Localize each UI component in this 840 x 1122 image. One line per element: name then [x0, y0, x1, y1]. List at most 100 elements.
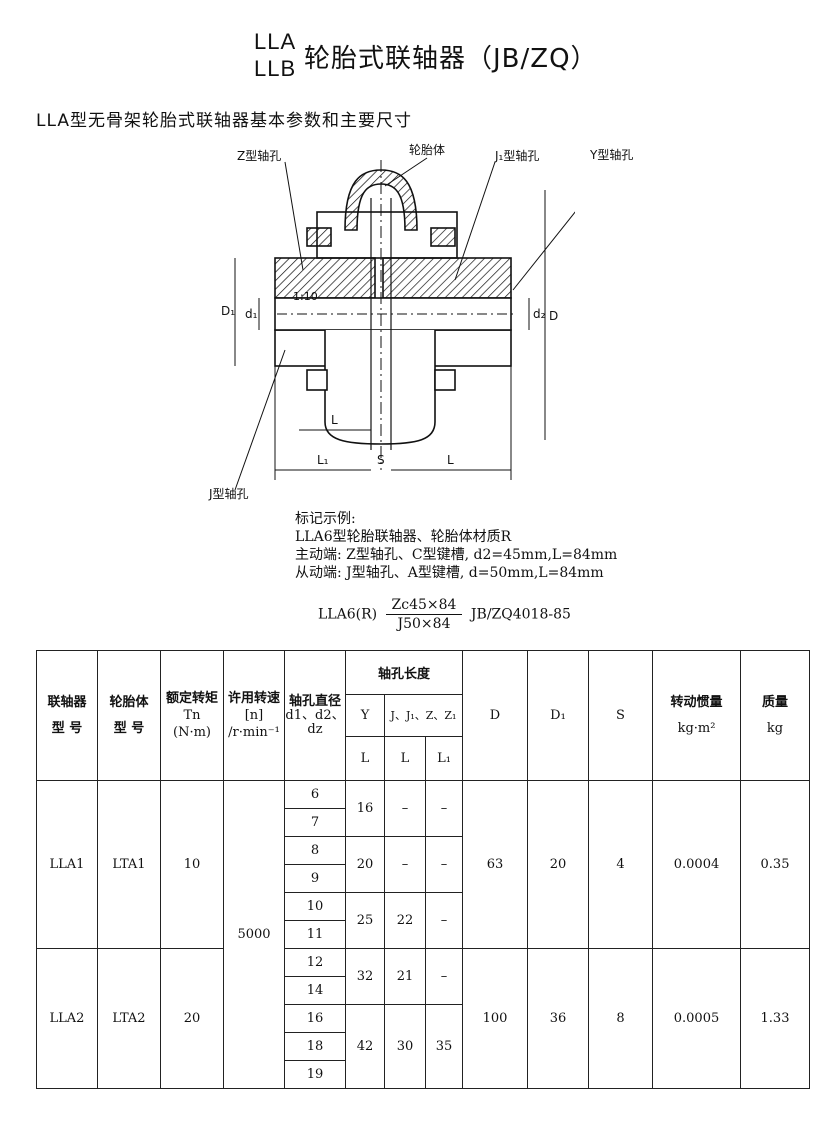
cell-y-length: 42	[345, 1004, 385, 1089]
cell-D1: 36	[527, 948, 589, 1089]
bolt-right-upper	[430, 227, 456, 247]
tire-body-lower	[324, 330, 436, 445]
header-speed-l1: 许用转速	[227, 691, 280, 706]
header-mass-l2: kg	[766, 720, 784, 736]
title-main: 轮胎式联轴器（JB/ZQ）	[304, 44, 598, 74]
cell-bore-diameter: 7	[284, 808, 346, 837]
leader-y-bore	[512, 211, 575, 291]
cell-j-length: 21	[384, 948, 426, 1005]
label-d2: d₂	[533, 307, 546, 321]
header-bore-diameter: 轴孔直径 d1、d2、dz	[284, 650, 346, 781]
label-y-bore: Y型轴孔	[590, 148, 634, 162]
cell-bore-diameter: 11	[284, 920, 346, 949]
cell-l1-length: 35	[425, 1004, 463, 1089]
cell-D1: 20	[527, 780, 589, 949]
cell-l1-length: –	[425, 948, 463, 1005]
title-codes: LLA LLB	[254, 28, 296, 82]
label-j-bore: J型轴孔	[208, 486, 249, 501]
cell-l1-length: –	[425, 780, 463, 837]
header-L1: L₁	[425, 736, 463, 781]
cell-bore-diameter: 14	[284, 976, 346, 1005]
formula-suffix: JB/ZQ4018-85	[470, 606, 571, 623]
cell-y-length: 32	[345, 948, 385, 1005]
cell-j-length: –	[384, 780, 426, 837]
header-torque-l1: 额定转矩	[165, 691, 218, 706]
cell-bore-diameter: 12	[284, 948, 346, 977]
label-tire: 轮胎体	[409, 143, 445, 157]
cell-inertia: 0.0004	[652, 780, 741, 949]
cell-torque: 20	[160, 948, 224, 1089]
header-bore-l2: d1、d2、dz	[285, 707, 345, 737]
cell-bore-diameter: 10	[284, 892, 346, 921]
marking-formula: LLA6(R) Zc45×84 J50×84 JB/ZQ4018-85	[318, 596, 571, 633]
marking-line-1: LLA6型轮胎联轴器、轮胎体材质R	[295, 529, 512, 545]
cell-j-length: 30	[384, 1004, 426, 1089]
cell-bore-diameter: 18	[284, 1032, 346, 1061]
coupling-drawing: Z型轴孔 轮胎体 J₁型轴孔 J型轴孔 1:10 D₁ d₁ d₂ D L L₁…	[208, 143, 575, 501]
bolt-left-upper	[306, 227, 332, 247]
header-model: 联轴器 型 号	[36, 650, 98, 781]
header-jz: J、J₁、Z、Z₁	[384, 694, 463, 737]
header-S: S	[588, 650, 653, 781]
cell-D: 100	[462, 948, 528, 1089]
header-mass: 质量 kg	[740, 650, 810, 781]
title-code-lla: LLA	[254, 29, 297, 54]
header-j-L: L	[384, 736, 426, 781]
table-row: 19	[37, 1060, 810, 1089]
header-speed-l2: [n]	[244, 708, 264, 723]
formula-fraction: Zc45×84 J50×84	[385, 596, 463, 633]
cell-mass: 1.33	[740, 948, 810, 1089]
label-S: S	[377, 453, 385, 467]
label-d1: d₁	[245, 307, 258, 321]
table-row: 14	[37, 976, 810, 1005]
table-row: 18	[37, 1032, 810, 1061]
marking-example: 标记示例: LLA6型轮胎联轴器、轮胎体材质R 主动端: Z型轴孔、C型键槽, …	[295, 510, 617, 582]
header-torque-l3: (N·m)	[173, 725, 211, 740]
header-torque: 额定转矩 Tn (N·m)	[160, 650, 224, 781]
cell-model: LLA1	[36, 780, 98, 949]
label-L-right: L	[447, 453, 454, 467]
cell-torque: 10	[160, 780, 224, 949]
cell-bore-diameter: 8	[284, 836, 346, 865]
header-bore-length: 轴孔长度	[345, 650, 463, 695]
label-D1: D₁	[221, 304, 235, 318]
cell-bore-diameter: 16	[284, 1004, 346, 1033]
cell-tire: LTA2	[97, 948, 161, 1089]
label-z-bore: Z型轴孔	[237, 148, 281, 163]
header-inertia: 转动惯量 kg·m²	[652, 650, 741, 781]
bolt-right-lower	[434, 369, 456, 391]
formula-numerator: Zc45×84	[385, 596, 463, 615]
cell-mass: 0.35	[740, 780, 810, 949]
cell-S: 4	[588, 780, 653, 949]
formula-denominator: J50×84	[397, 616, 451, 632]
right-hub-upper	[382, 257, 512, 299]
cell-j-length: –	[384, 836, 426, 893]
tire-body-upper	[344, 169, 418, 231]
section-subtitle: LLA型无骨架轮胎式联轴器基本参数和主要尺寸	[36, 111, 412, 131]
header-y-L: L	[345, 736, 385, 781]
label-L-left: L	[331, 413, 338, 427]
header-tire-l2: 型 号	[113, 720, 145, 736]
leader-z-bore	[284, 161, 304, 271]
leader-tire	[384, 157, 428, 187]
header-tire-l1: 轮胎体	[109, 694, 149, 710]
marking-line-2: 主动端: Z型轴孔、C型键槽, d2=45mm,L=84mm	[295, 547, 618, 563]
cell-y-length: 25	[345, 892, 385, 949]
table-row: 11	[37, 920, 810, 949]
cell-bore-diameter: 9	[284, 864, 346, 893]
header-speed-l3: /r·min⁻¹	[228, 725, 280, 740]
leader-j-bore	[234, 349, 286, 491]
cell-y-length: 16	[345, 780, 385, 837]
header-inertia-l2: kg·m²	[677, 720, 716, 736]
cell-S: 8	[588, 948, 653, 1089]
cell-bore-diameter: 19	[284, 1060, 346, 1089]
header-model-l1: 联轴器	[47, 694, 87, 710]
header-y: Y	[345, 694, 385, 737]
header-mass-l1: 质量	[761, 694, 788, 710]
bolt-left-lower	[306, 369, 328, 391]
header-D: D	[462, 650, 528, 781]
